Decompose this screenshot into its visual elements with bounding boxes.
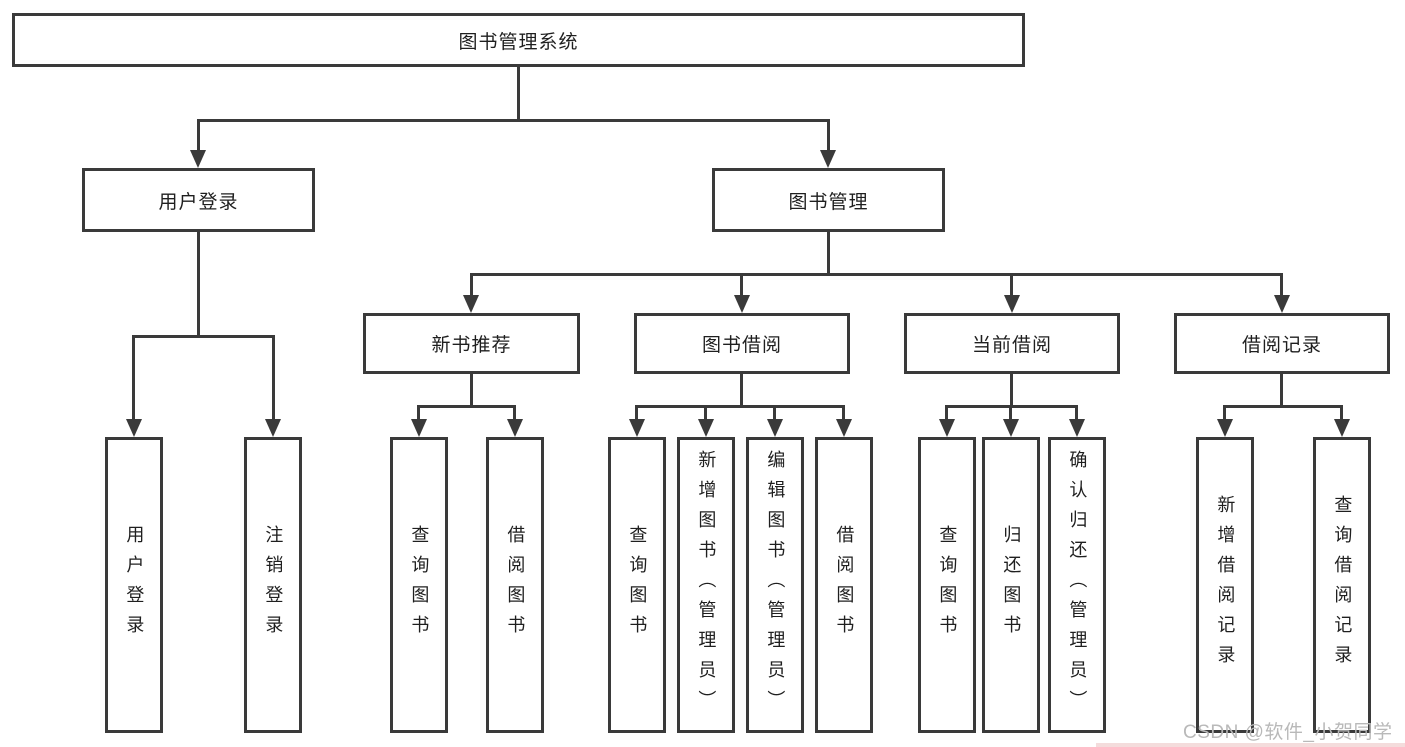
leaf-label: 编辑图书（管理员） <box>765 450 786 720</box>
connector-drop <box>827 119 830 152</box>
leaf-label: 借阅图书 <box>505 525 526 645</box>
connector-drop <box>1280 273 1283 295</box>
leaf-query-books-borrow: 查询图书 <box>608 437 666 733</box>
connector-drop <box>197 119 200 152</box>
arrowhead-down-icon <box>1334 419 1350 437</box>
arrowhead-down-icon <box>767 419 783 437</box>
connector-bar <box>132 335 275 338</box>
connector-drop <box>704 405 707 419</box>
node-borrow-records-label: 借阅记录 <box>1241 335 1322 356</box>
connector-stem <box>197 232 200 335</box>
leaf-add-borrow-record: 新增借阅记录 <box>1196 437 1254 733</box>
connector-drop <box>132 335 135 419</box>
node-book-borrow-label: 图书借阅 <box>701 335 782 356</box>
leaf-label: 借阅图书 <box>834 525 855 645</box>
connector-stem <box>827 232 830 273</box>
node-book-borrow: 图书借阅 <box>634 313 850 374</box>
node-current-borrow-label: 当前借阅 <box>971 335 1052 356</box>
arrowhead-down-icon <box>1004 295 1020 313</box>
leaf-return-books: 归还图书 <box>982 437 1040 733</box>
connector-drop <box>272 335 275 419</box>
node-new-book-recommend: 新书推荐 <box>363 313 580 374</box>
connector-stem <box>740 374 743 405</box>
arrowhead-down-icon <box>734 295 750 313</box>
arrowhead-down-icon <box>1069 419 1085 437</box>
connector-stem <box>470 374 473 405</box>
connector-drop <box>1010 273 1013 295</box>
arrowhead-down-icon <box>698 419 714 437</box>
leaf-borrow-books: 借阅图书 <box>815 437 873 733</box>
csdn-watermark: CSDN @软件_小贺同学 <box>1183 722 1393 743</box>
node-new-book-recommend-label: 新书推荐 <box>431 335 512 356</box>
leaf-borrow-books-recommend: 借阅图书 <box>486 437 544 733</box>
arrowhead-down-icon <box>836 419 852 437</box>
leaf-label: 查询图书 <box>409 525 430 645</box>
leaf-label: 新增借阅记录 <box>1215 495 1236 675</box>
connector-bar <box>417 405 516 408</box>
connector-stem <box>1010 374 1013 405</box>
leaf-label: 注销登录 <box>263 525 284 645</box>
connector-drop <box>1075 405 1078 419</box>
connector-drop <box>635 405 638 419</box>
node-book-management: 图书管理 <box>712 168 945 232</box>
leaf-label: 归还图书 <box>1001 525 1022 645</box>
leaf-edit-books-admin: 编辑图书（管理员） <box>746 437 804 733</box>
connector-bar <box>197 119 830 122</box>
node-borrow-records: 借阅记录 <box>1174 313 1390 374</box>
arrowhead-down-icon <box>126 419 142 437</box>
arrowhead-down-icon <box>1217 419 1233 437</box>
connector-drop <box>513 405 516 419</box>
node-user-login: 用户登录 <box>82 168 315 232</box>
connector-drop <box>1223 405 1226 419</box>
arrowhead-down-icon <box>629 419 645 437</box>
arrowhead-down-icon <box>265 419 281 437</box>
leaf-add-books-admin: 新增图书（管理员） <box>677 437 735 733</box>
leaf-label: 查询借阅记录 <box>1332 495 1353 675</box>
leaf-user-login: 用户登录 <box>105 437 163 733</box>
arrowhead-down-icon <box>463 295 479 313</box>
connector-drop <box>1340 405 1343 419</box>
leaf-label: 查询图书 <box>627 525 648 645</box>
connector-drop <box>417 405 420 419</box>
connector-bar <box>1223 405 1343 408</box>
connector-bar <box>635 405 845 408</box>
node-root-label: 图书管理系统 <box>458 31 579 53</box>
arrowhead-down-icon <box>190 150 206 168</box>
connector-drop <box>470 273 473 295</box>
node-root: 图书管理系统 <box>12 13 1025 67</box>
leaf-label: 用户登录 <box>124 525 145 645</box>
connector-drop <box>1009 405 1012 419</box>
leaf-label: 新增图书（管理员） <box>696 450 717 720</box>
node-current-borrow: 当前借阅 <box>904 313 1120 374</box>
connector-drop <box>740 273 743 295</box>
connector-bar <box>470 273 1282 276</box>
connector-stem <box>1280 374 1283 405</box>
leaf-query-books-current: 查询图书 <box>918 437 976 733</box>
leaf-confirm-return-admin: 确认归还（管理员） <box>1048 437 1106 733</box>
arrowhead-down-icon <box>507 419 523 437</box>
leaf-logout: 注销登录 <box>244 437 302 733</box>
arrowhead-down-icon <box>820 150 836 168</box>
node-book-management-label: 图书管理 <box>788 191 869 213</box>
connector-drop <box>842 405 845 419</box>
leaf-query-borrow-record: 查询借阅记录 <box>1313 437 1371 733</box>
leaf-label: 查询图书 <box>937 525 958 645</box>
watermark-tint-strip <box>1096 743 1405 747</box>
arrowhead-down-icon <box>411 419 427 437</box>
connector-stem <box>517 67 520 119</box>
arrowhead-down-icon <box>1003 419 1019 437</box>
arrowhead-down-icon <box>1274 295 1290 313</box>
connector-drop <box>773 405 776 419</box>
arrowhead-down-icon <box>939 419 955 437</box>
leaf-query-books-recommend: 查询图书 <box>390 437 448 733</box>
node-user-login-label: 用户登录 <box>158 191 239 213</box>
leaf-label: 确认归还（管理员） <box>1067 450 1088 720</box>
connector-drop <box>945 405 948 419</box>
